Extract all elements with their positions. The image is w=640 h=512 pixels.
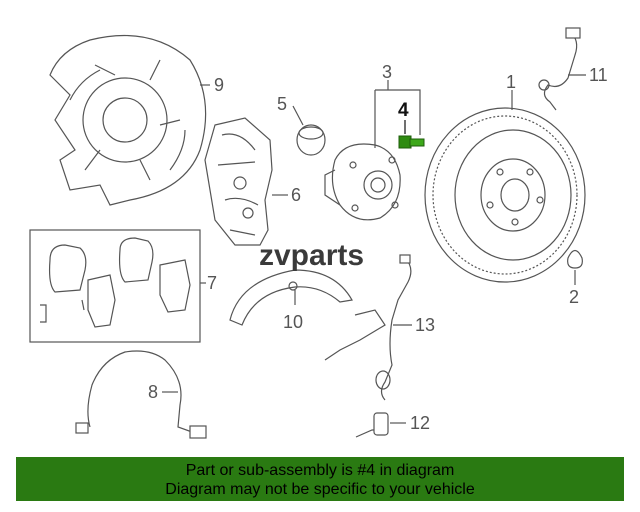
banner-line-disclaimer: Diagram may not be specific to your vehi… — [165, 481, 475, 498]
hub-bearing-part[interactable] — [324, 143, 401, 221]
sensor-harness-part[interactable] — [324, 254, 412, 401]
brake-pads-part[interactable] — [29, 229, 201, 343]
callout-6: 6 — [291, 185, 301, 205]
speed-sensor-part[interactable] — [355, 412, 389, 438]
dust-shield-part[interactable] — [49, 34, 207, 206]
callout-13: 13 — [415, 315, 435, 335]
brake-caliper-part[interactable] — [204, 117, 273, 246]
callout-2: 2 — [569, 287, 579, 307]
callout-7: 7 — [207, 273, 217, 293]
callout-4: 4 — [398, 100, 409, 121]
hub-bolt-part-highlighted[interactable] — [398, 135, 425, 149]
callout-9: 9 — [214, 75, 224, 95]
rotor-cap-part[interactable] — [567, 249, 583, 269]
hub-cap-part[interactable] — [296, 124, 326, 156]
banner-line-part-info: Part or sub-assembly is #4 in diagram — [185, 462, 455, 479]
callout-11: 11 — [589, 65, 608, 85]
brake-rotor-part[interactable] — [424, 107, 586, 283]
callout-3: 3 — [382, 62, 392, 82]
wire-clip-part[interactable] — [538, 27, 581, 111]
parts-diagram: 9 5 3 4 1 — [29, 27, 608, 439]
zvparts-watermark: zvparts — [259, 239, 364, 272]
callout-10: 10 — [283, 312, 303, 332]
brake-wear-sensor-part[interactable] — [75, 350, 207, 439]
callout-12: 12 — [410, 413, 430, 433]
parking-brake-shoe-part[interactable] — [229, 269, 353, 326]
callout-1: 1 — [506, 72, 516, 92]
callout-5: 5 — [277, 94, 287, 114]
callout-8: 8 — [148, 382, 158, 402]
info-banner: Part or sub-assembly is #4 in diagram Di… — [16, 457, 624, 501]
